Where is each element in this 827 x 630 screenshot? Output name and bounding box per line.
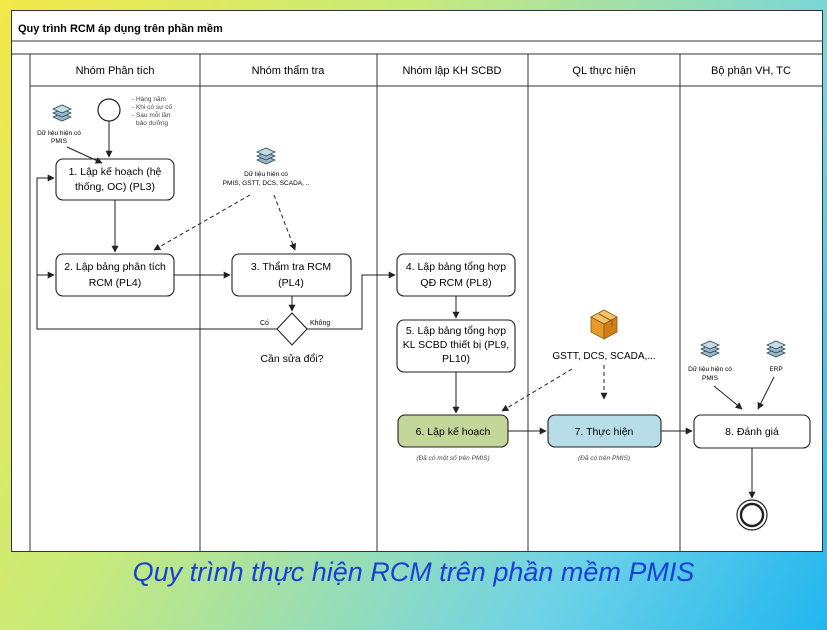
start-note-3: - Sau mỗi lần xyxy=(132,110,171,119)
database-icon xyxy=(256,147,276,165)
step-7-label: 7. Thực hiện xyxy=(575,426,634,438)
lane-header-planning: Nhóm lập KH SCBD xyxy=(402,65,501,77)
step-1-line-2: thống, OC) (PL3) xyxy=(75,181,155,193)
step-5-line-2: KL SCBD thiết bị (PL9, xyxy=(403,339,509,351)
data-label-verify-2: PMIS, GSTT, DCS, SCADA, .. xyxy=(223,180,310,187)
step-3-line-2: (PL4) xyxy=(278,277,304,289)
package-icon xyxy=(590,309,618,340)
caption: Quy trình thực hiện RCM trên phần mềm PM… xyxy=(132,557,695,587)
lane-header-execution: QL thực hiện xyxy=(572,65,635,77)
decision-gateway xyxy=(276,312,308,346)
diagram-frame: Quy trình RCM áp dụng trên phần mềm Nhóm… xyxy=(11,10,823,552)
step-4-line-2: QĐ RCM (PL8) xyxy=(420,277,491,289)
lane-header-operations: Bộ phận VH, TC xyxy=(711,65,791,77)
flow-connectors xyxy=(36,121,775,499)
step-6-note: (Đã có một số trên PMIS) xyxy=(416,454,489,462)
database-icon xyxy=(700,340,720,358)
start-note-1: - Hàng năm xyxy=(132,96,166,103)
step-6-label: 6. Lập kế hoạch xyxy=(416,426,491,438)
database-icon xyxy=(52,104,72,122)
start-event xyxy=(97,98,121,122)
data-label-eval-pmis-2: PMIS xyxy=(702,375,719,382)
step-8-label: 8. Đánh giá xyxy=(725,426,779,438)
step-5-line-1: 5. Lập bảng tổng hợp xyxy=(406,325,506,337)
step-2-line-2: RCM (PL4) xyxy=(89,277,142,289)
data-label-verify-1: Dữ liệu hiện có xyxy=(244,171,288,178)
decision-yes-label: Có xyxy=(260,320,269,327)
start-note-2: - Khi có sự cố xyxy=(132,102,172,111)
data-label-pmis-2: PMIS xyxy=(51,138,68,145)
data-label-gstt: GSTT, DCS, SCADA,... xyxy=(552,351,655,362)
end-event-inner xyxy=(739,502,765,528)
data-label-eval-pmis-1: Dữ liệu hiện có xyxy=(688,366,732,373)
database-icon xyxy=(766,340,786,358)
data-label-pmis-1: Dữ liệu hiện có xyxy=(37,130,81,137)
swimlane-diagram: Quy trình RCM áp dụng trên phần mềm Nhóm… xyxy=(12,23,822,551)
start-note-4: bảo dưỡng xyxy=(136,120,168,127)
step-1-line-1: 1. Lập kế hoạch (hệ xyxy=(69,166,162,178)
step-5-line-3: PL10) xyxy=(442,353,470,365)
step-2-line-1: 2. Lập bảng phân tích xyxy=(64,261,166,273)
decision-no-label: Không xyxy=(310,320,330,327)
lane-header-verification: Nhóm thẩm tra xyxy=(252,65,326,77)
step-3-line-1: 3. Thẩm tra RCM xyxy=(251,261,331,273)
data-connectors xyxy=(153,194,608,412)
decision-label: Cần sửa đổi? xyxy=(260,353,323,365)
step-7-note: (Đã có trên PMIS) xyxy=(578,455,630,462)
data-label-erp: ERP xyxy=(769,366,782,373)
lane-header-analysis: Nhóm Phân tích xyxy=(76,65,155,77)
step-4-line-1: 4. Lập bảng tổng hợp xyxy=(406,261,506,273)
diagram-title: Quy trình RCM áp dụng trên phần mềm xyxy=(18,23,223,35)
